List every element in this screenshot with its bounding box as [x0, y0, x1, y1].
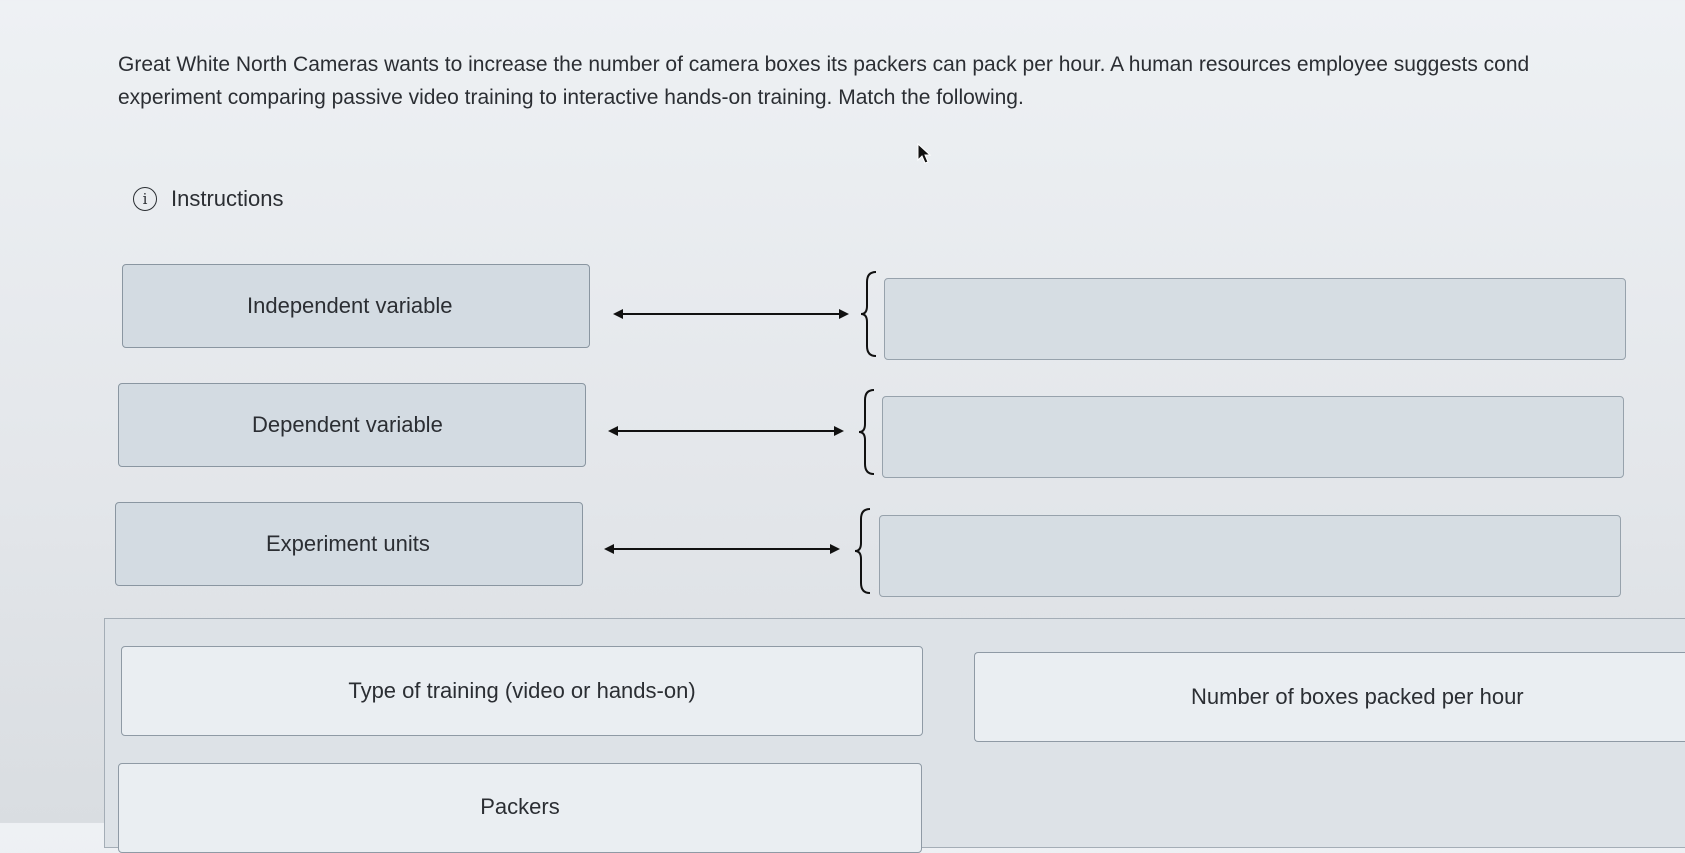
- term-label: Experiment units: [266, 531, 430, 556]
- choice-label: Type of training (video or hands-on): [348, 678, 696, 703]
- mouse-cursor-icon: [917, 143, 931, 164]
- drop-zone-dependent-variable[interactable]: [882, 396, 1624, 478]
- drop-zone-independent-variable[interactable]: [884, 278, 1626, 360]
- term-label: Independent variable: [247, 293, 453, 318]
- term-label: Dependent variable: [252, 412, 443, 437]
- drop-zone-experiment-units[interactable]: [879, 515, 1621, 597]
- double-arrow-icon: [604, 544, 840, 554]
- brace-icon: [854, 508, 871, 594]
- double-arrow-icon: [608, 426, 844, 436]
- double-arrow-icon: [613, 309, 849, 319]
- info-icon: i: [133, 187, 157, 211]
- question-line-1: Great White North Cameras wants to incre…: [118, 53, 1530, 76]
- choice-label: Packers: [480, 794, 560, 819]
- question-text: Great White North Cameras wants to incre…: [118, 48, 1678, 114]
- choice-type-of-training[interactable]: Type of training (video or hands-on): [121, 646, 923, 736]
- term-independent-variable: Independent variable: [122, 264, 590, 348]
- question-line-2: experiment comparing passive video train…: [118, 86, 1024, 109]
- instructions-toggle[interactable]: i Instructions: [133, 186, 284, 212]
- brace-icon: [860, 271, 877, 357]
- brace-icon: [858, 389, 875, 475]
- term-experiment-units: Experiment units: [115, 502, 583, 586]
- choice-label: Number of boxes packed per hour: [1191, 684, 1524, 709]
- choice-number-of-boxes[interactable]: Number of boxes packed per hour: [974, 652, 1685, 742]
- term-dependent-variable: Dependent variable: [118, 383, 586, 467]
- instructions-label: Instructions: [171, 186, 284, 211]
- choice-packers[interactable]: Packers: [118, 763, 922, 853]
